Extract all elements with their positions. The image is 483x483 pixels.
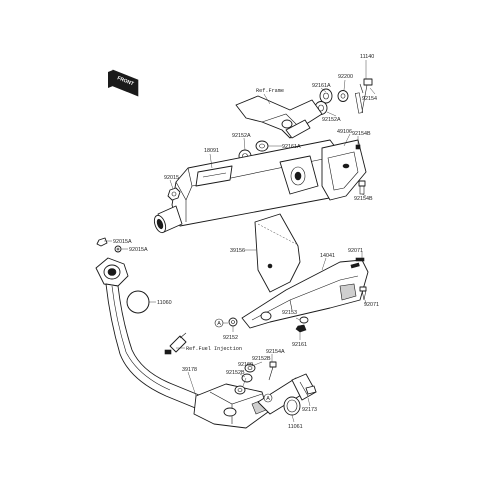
part-label-11140: 11140 (360, 54, 374, 60)
part-label-92153: 92153 (282, 310, 297, 316)
bolt-92071-upper (355, 257, 365, 262)
part-label-49106: 49106 (337, 129, 352, 135)
frame-bracket (235, 95, 323, 139)
part-label-11060: 11060 (157, 300, 172, 306)
callout-a-bottom-letter: A (266, 396, 270, 402)
part-label-14041: 14041 (320, 253, 335, 259)
part-label-92154: 92154 (362, 96, 377, 102)
damper-92152a-top (319, 88, 333, 104)
part-label-92154b-upper: 92154B (352, 131, 371, 137)
exhaust-flange (95, 257, 129, 287)
callout-a-left: A (214, 318, 228, 328)
gasket-92015a-b (114, 245, 122, 253)
part-label-92152b-upper: 92152B (252, 356, 271, 362)
part-label-18091: 18091 (204, 148, 219, 154)
nut-92161 (295, 324, 307, 333)
gasket-92015a-a (96, 237, 108, 247)
washer-92200 (337, 90, 349, 102)
part-label-92173: 92173 (302, 407, 317, 413)
muffler-18091 (153, 139, 341, 234)
nut-92015 (167, 187, 181, 201)
gasket-11060 (126, 290, 150, 314)
part-label-39156: 39156 (230, 248, 245, 254)
part-label-92152a-right: 92152A (322, 117, 341, 123)
heat-guard-39156 (254, 213, 301, 293)
bolt-92154a (268, 361, 277, 381)
collar-92161a-left (255, 140, 269, 152)
part-label-92200: 92200 (338, 74, 353, 80)
part-label-92071-upper: 92071 (348, 248, 363, 254)
clamp-92173 (291, 373, 317, 401)
collar-92153 (299, 316, 309, 324)
o2-sensor (164, 332, 187, 355)
part-label-92152: 92152 (223, 335, 238, 341)
gasket-11061 (283, 396, 301, 416)
pre-chamber-39178 (193, 377, 307, 429)
part-label-92161: 92161 (292, 342, 307, 348)
part-label-39178: 39178 (182, 367, 197, 373)
collar-92160 (241, 373, 253, 383)
part-label-11061: 11061 (288, 424, 303, 430)
bolt-92154b-lower (358, 180, 366, 195)
damper-92152 (228, 317, 238, 327)
ref-fuel-injection-label: Ref.Fuel Injection (186, 346, 242, 352)
part-label-92015a-a: 92015A (113, 239, 132, 245)
bolt-92154b-upper (355, 144, 361, 150)
part-label-92154b-lower: 92154B (354, 196, 373, 202)
part-label-92161a-top: 92161A (312, 83, 331, 89)
part-label-92015a-b: 92015A (129, 247, 148, 253)
callout-a-left-letter: A (217, 321, 221, 327)
damper-92152b-b (234, 385, 246, 395)
part-label-92071-lower: 92071 (364, 302, 379, 308)
cover-14041 (241, 259, 369, 329)
part-label-92154a: 92154A (266, 349, 285, 355)
callout-a-bottom: A (263, 393, 273, 403)
leader-lines (104, 60, 376, 423)
front-direction-marker: FRONT (108, 69, 139, 97)
part-label-92161a-left: 92161A (282, 144, 301, 150)
part-label-92160: 92160 (238, 362, 253, 368)
part-label-92152a-left: 92152A (232, 133, 251, 139)
ref-frame-label: Ref.Frame (256, 88, 284, 94)
bolt-92071-lower (359, 286, 367, 301)
bolt-92154 (354, 78, 373, 114)
part-label-92152b-lower: 92152B (226, 370, 245, 376)
part-label-92015: 92015 (164, 175, 179, 181)
